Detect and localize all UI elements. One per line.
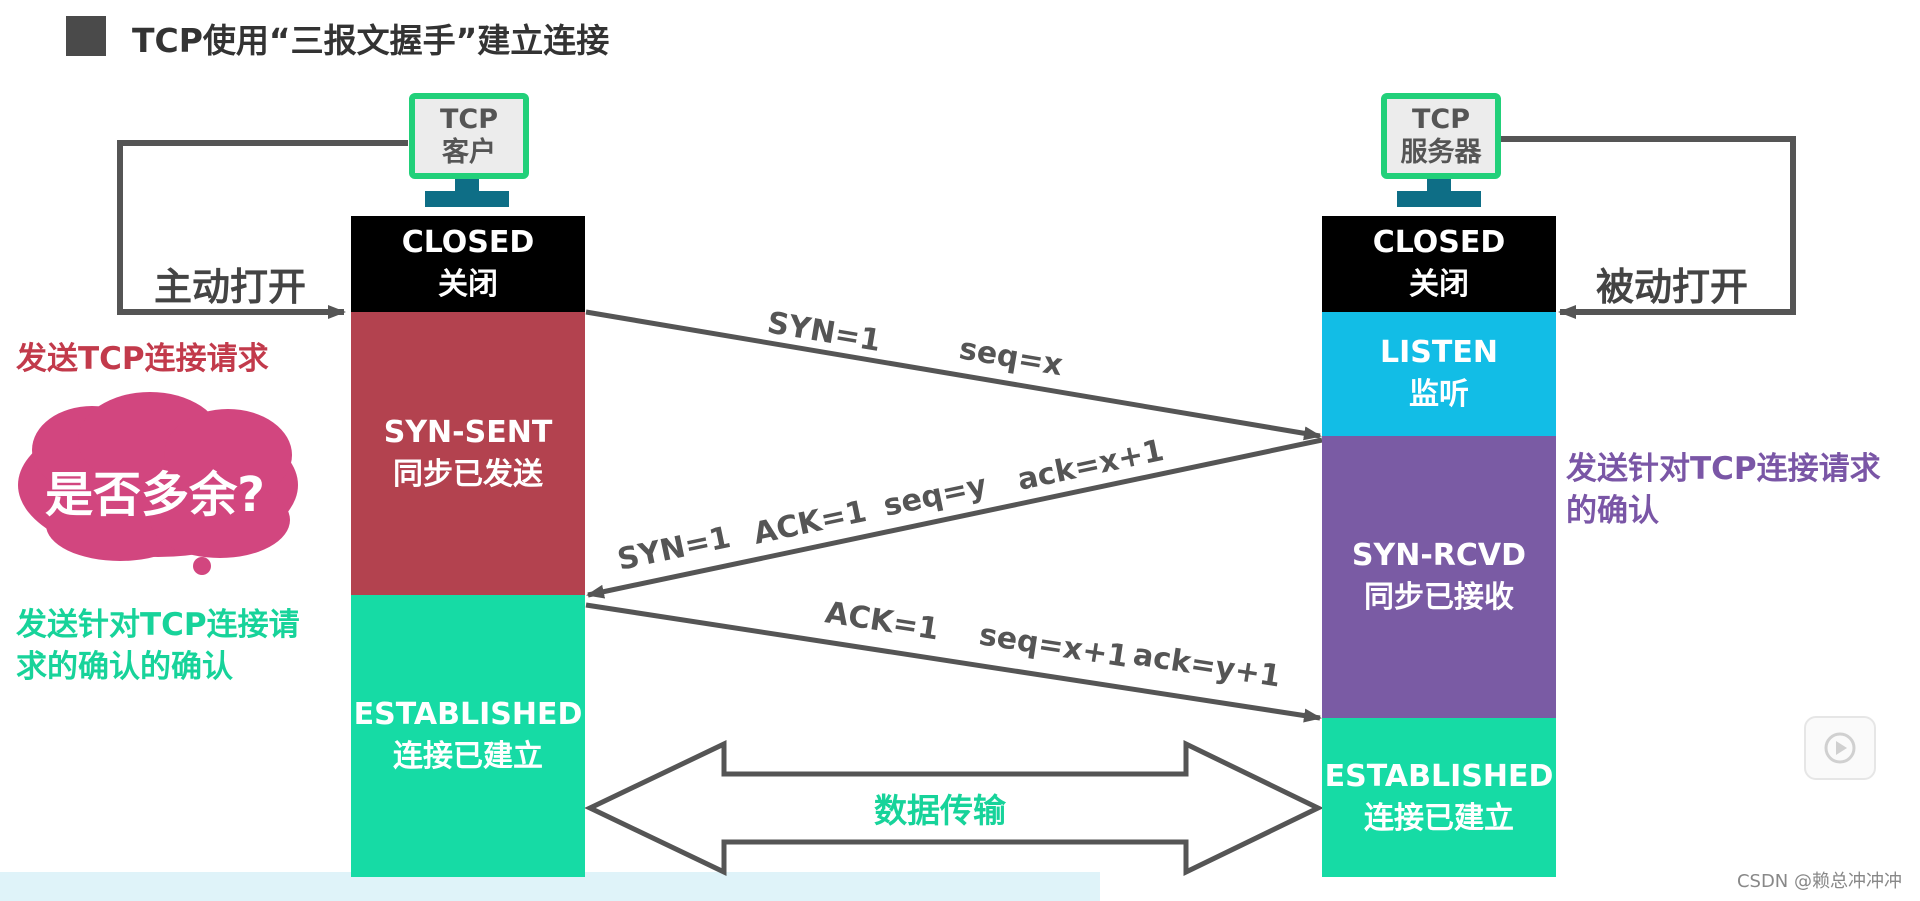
play-glyph: [1824, 732, 1856, 764]
client-ack-line1: 发送针对TCP连接请: [16, 607, 300, 643]
server-closed-name: CLOSED: [1372, 225, 1506, 260]
server-open-connector: [1500, 136, 1796, 319]
title-bullet: [66, 16, 106, 56]
client-state-established: ESTABLISHED 连接已建立: [351, 595, 585, 877]
client-monitor-line1: TCP: [439, 104, 499, 135]
client-monitor-neck: [455, 179, 479, 191]
server-ack-label: 发送针对TCP连接请求 的确认: [1566, 448, 1881, 532]
msg3-ack-label: ack=y+1: [1131, 637, 1283, 694]
client-monitor-base: [425, 191, 509, 207]
client-request-label: 发送TCP连接请求: [16, 341, 269, 377]
client-established-name: ESTABLISHED: [353, 697, 583, 732]
client-synsent-cn: 同步已发送: [393, 456, 543, 492]
cloud-shape: [18, 392, 298, 575]
server-state-listen: LISTEN 监听: [1322, 312, 1556, 436]
server-established-cn: 连接已建立: [1364, 800, 1514, 836]
client-ack-line2: 求的确认的确认: [16, 649, 233, 685]
server-ack-line2: 的确认: [1566, 493, 1659, 529]
ack-arrow: [585, 602, 1322, 723]
data-transfer-label: 数据传输: [874, 791, 1007, 830]
play-icon[interactable]: [1804, 716, 1876, 780]
server-monitor-line2: 服务器: [1400, 137, 1482, 168]
client-closed-name: CLOSED: [401, 225, 535, 260]
server-state-closed: CLOSED 关闭: [1322, 216, 1556, 312]
server-state-established: ESTABLISHED 连接已建立: [1322, 718, 1556, 877]
cloud-question: 是否多余?: [45, 467, 265, 523]
server-state-syn-rcvd: SYN-RCVD 同步已接收: [1322, 436, 1556, 718]
client-monitor-icon: TCP 客户: [409, 93, 529, 179]
client-ack-label: 发送针对TCP连接请 求的确认的确认: [16, 604, 300, 688]
client-open-connector: [117, 140, 408, 319]
server-established-name: ESTABLISHED: [1324, 758, 1554, 794]
server-monitor-neck: [1427, 179, 1451, 191]
server-ack-line1: 发送针对TCP连接请求: [1566, 451, 1881, 487]
client-active-open-label: 主动打开: [154, 265, 307, 309]
msg2-ackflag-label: ACK=1: [750, 494, 869, 552]
server-synrcvd-cn: 同步已接收: [1364, 580, 1514, 615]
server-synrcvd-name: SYN-RCVD: [1351, 538, 1527, 573]
client-state-syn-sent: SYN-SENT 同步已发送: [351, 312, 585, 595]
client-state-closed: CLOSED 关闭: [351, 216, 585, 312]
server-monitor-icon: TCP 服务器: [1381, 93, 1501, 179]
server-closed-cn: 关闭: [1409, 267, 1469, 302]
watermark: CSDN @赖总冲冲冲: [1736, 871, 1902, 892]
client-closed-cn: 关闭: [438, 267, 498, 302]
server-listen-cn: 监听: [1409, 377, 1469, 412]
syn-ack-arrow: [586, 437, 1323, 599]
client-monitor-line2: 客户: [442, 137, 496, 168]
syn-arrow: [585, 309, 1322, 441]
server-listen-name: LISTEN: [1380, 335, 1498, 370]
server-monitor-line1: TCP: [1411, 104, 1471, 135]
server-monitor-base: [1397, 191, 1481, 207]
page-title: TCP使用“三报文握手”建立连接: [132, 21, 610, 60]
server-passive-open-label: 被动打开: [1596, 265, 1749, 309]
client-established-cn: 连接已建立: [393, 739, 543, 774]
client-synsent-name: SYN-SENT: [383, 414, 553, 450]
data-transfer-arrow: [584, 740, 1324, 876]
msg3-ackflag-label: ACK=1: [823, 595, 942, 647]
